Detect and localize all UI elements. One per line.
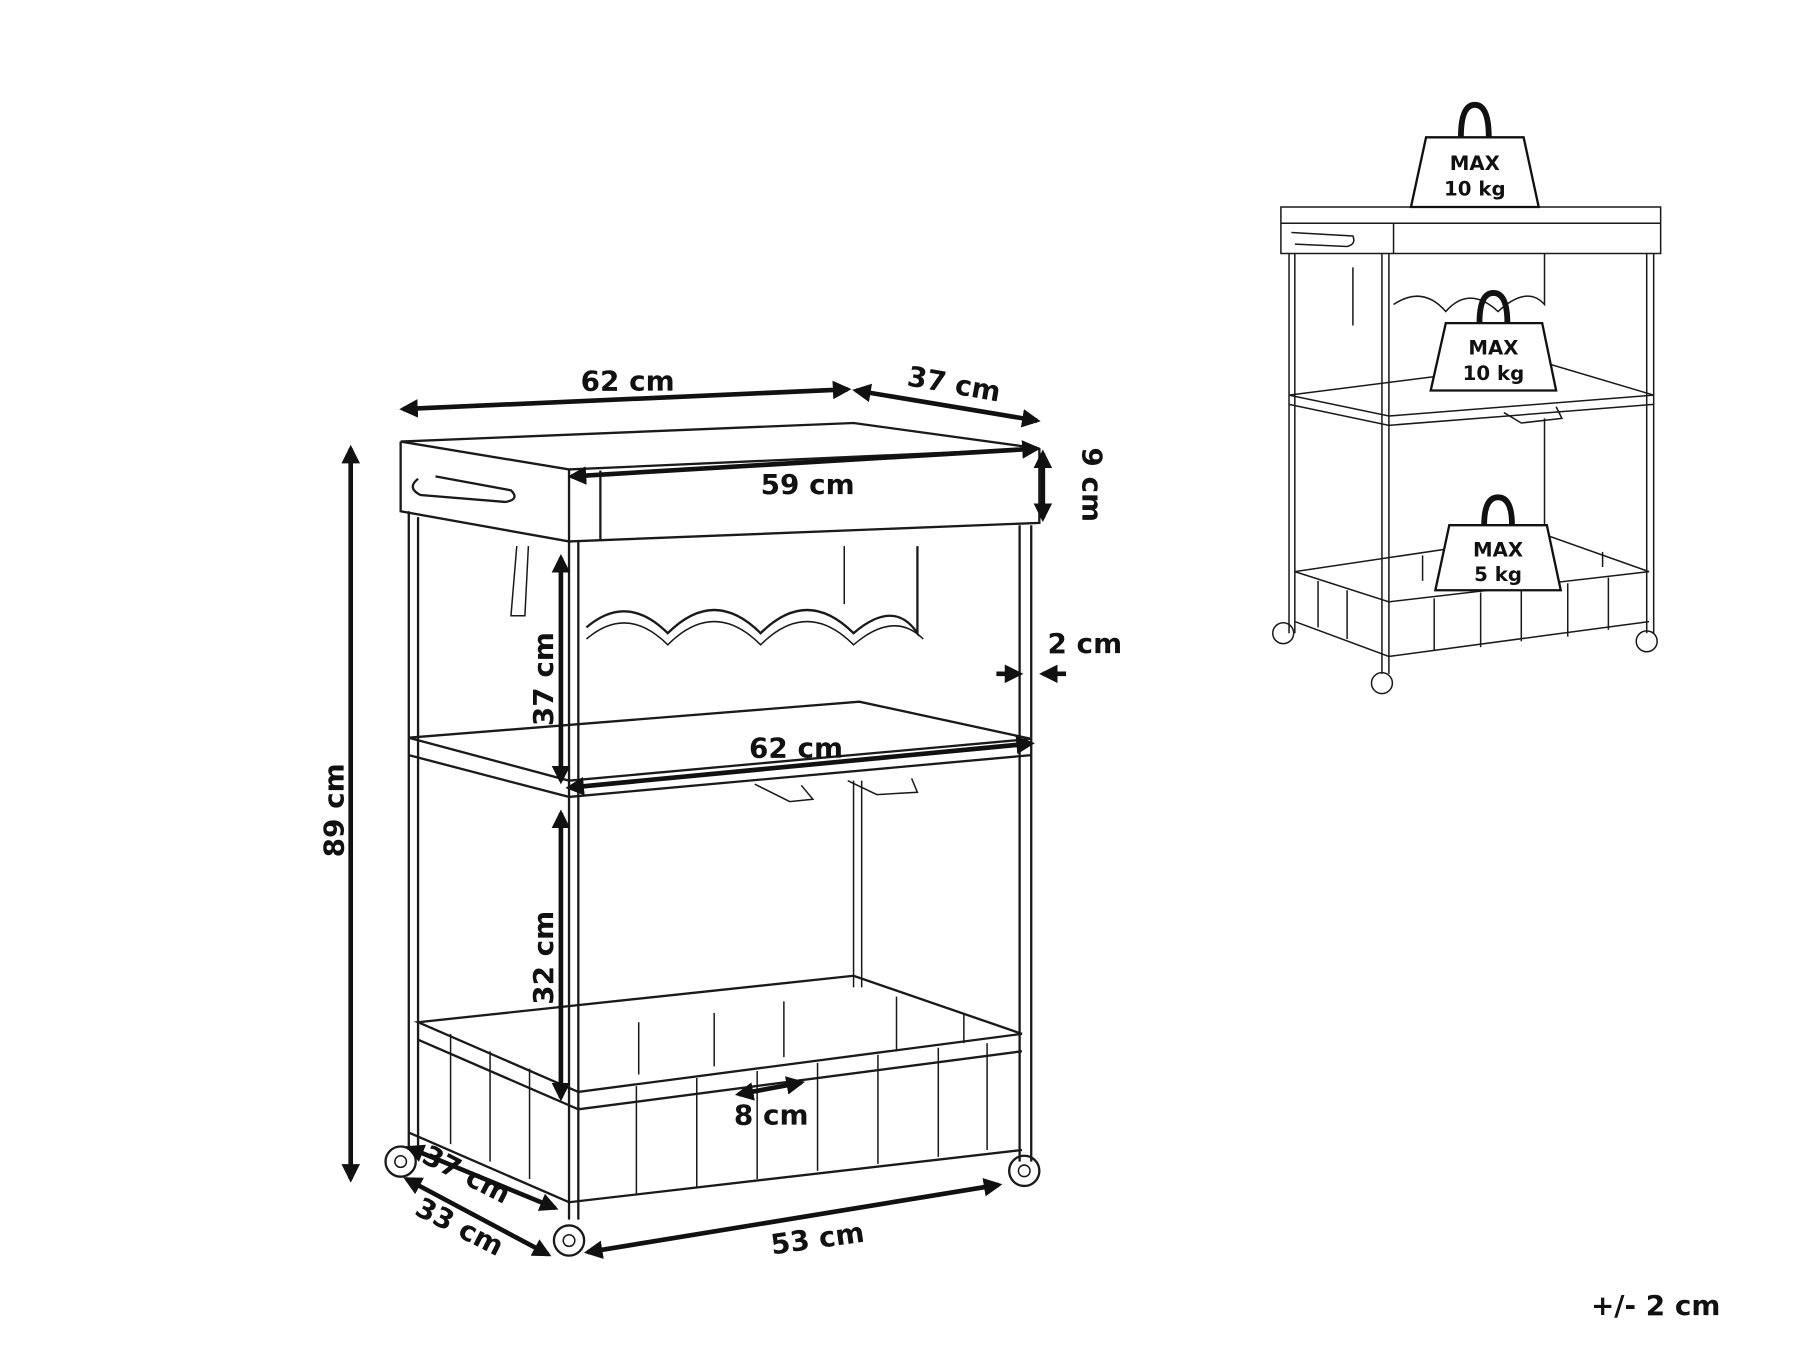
tolerance-note: +/- 2 cm [1591, 1289, 1720, 1322]
label-middle-shelf: 62 cm [749, 731, 843, 764]
svg-text:10 kg: 10 kg [1463, 362, 1525, 385]
label-tray-width: 59 cm [761, 468, 855, 501]
label-leg-thickness: 2 cm [1047, 627, 1122, 660]
label-tray-height: 9 cm [1075, 447, 1108, 522]
label-upper-gap: 37 cm [527, 632, 560, 726]
label-bar-spacing: 8 cm [734, 1098, 809, 1131]
label-total-height: 89 cm [318, 763, 351, 857]
caster-wheel [552, 1224, 586, 1257]
svg-text:MAX: MAX [1473, 539, 1523, 562]
weight-limit-top: MAX 10 kg [1409, 101, 1541, 209]
weight-limit-bottom: MAX 5 kg [1433, 494, 1563, 592]
label-base-width: 53 cm [769, 1216, 867, 1262]
load-capacity-drawing: MAX 10 kg MAX 10 kg MAX 5 kg [1272, 101, 1662, 695]
label-lower-gap: 32 cm [527, 911, 560, 1005]
caster-wheel [1008, 1154, 1041, 1188]
weight-limit-middle: MAX 10 kg [1429, 290, 1558, 392]
bar-cart-drawing [384, 421, 1041, 1257]
svg-text:10 kg: 10 kg [1444, 177, 1506, 200]
svg-text:5 kg: 5 kg [1474, 563, 1522, 586]
dimension-labels: 62 cm 37 cm 59 cm 9 cm 89 cm 37 cm 32 cm… [318, 360, 1122, 1263]
svg-text:MAX: MAX [1468, 336, 1518, 359]
svg-text:MAX: MAX [1450, 152, 1500, 175]
dimension-arrows [341, 380, 1067, 1259]
label-top-width: 62 cm [581, 364, 675, 397]
